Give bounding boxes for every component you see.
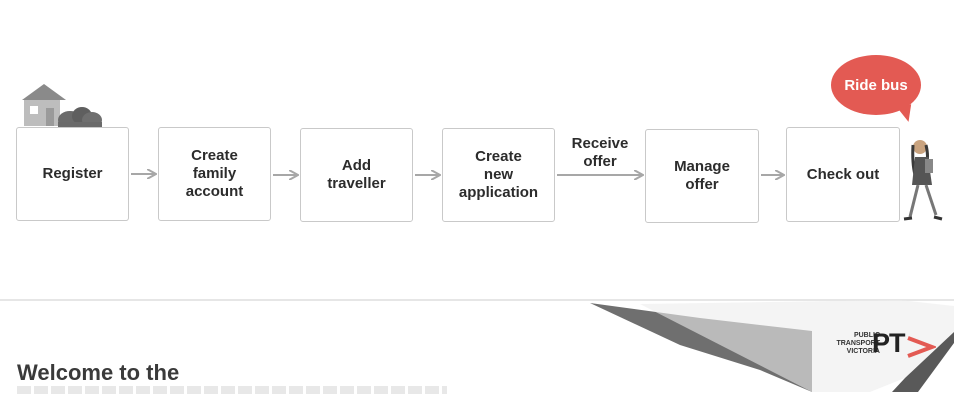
ptv-logo-mark: PT	[872, 328, 906, 358]
ptv-logo: PUBLIC TRANSPORT VICTORIA PT	[822, 328, 936, 366]
step-manage-offer: Manage offer	[645, 129, 759, 223]
decor-band	[640, 300, 954, 392]
ptv-logo-text: PUBLIC TRANSPORT VICTORIA	[836, 332, 880, 355]
ptv-arrow-icon	[907, 336, 936, 358]
ride-bus-bubble: Ride bus	[831, 55, 921, 115]
step-create-family-account: Create family account	[158, 127, 271, 221]
step-check-out: Check out	[786, 127, 900, 222]
welcome-heading: Welcome to the	[17, 360, 180, 385]
receive-offer-label: Receive offer	[571, 135, 629, 170]
step-create-new-application: Create new application	[442, 128, 555, 222]
house-icon	[22, 84, 102, 129]
step-add-traveller: Add traveller	[300, 128, 413, 222]
cut-off-heading-line	[17, 386, 447, 394]
decor-corner	[892, 332, 954, 392]
person-walking-icon	[903, 140, 943, 221]
step-register: Register	[16, 127, 129, 221]
ride-bus-label: Ride bus	[844, 76, 908, 94]
